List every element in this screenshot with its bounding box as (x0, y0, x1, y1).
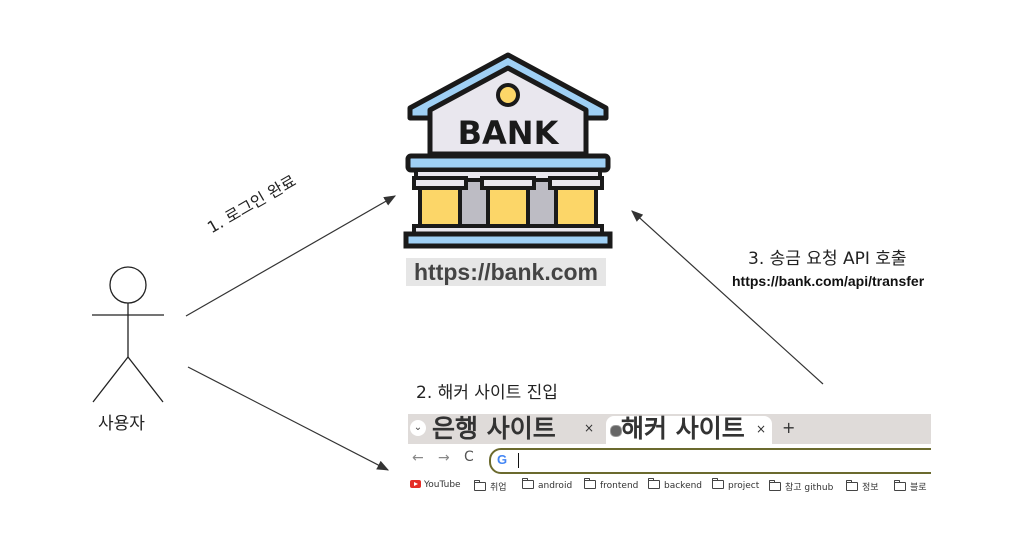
forward-arrow-icon[interactable]: → (438, 450, 450, 466)
bank-icon: BANK (403, 52, 613, 249)
browser-toolbar: ← → C G (408, 444, 931, 476)
text-caret (518, 453, 519, 468)
bookmark-folder[interactable]: project (712, 478, 760, 491)
tab-hacker-site-title: 해커 사이트 (621, 414, 745, 443)
user-label: 사용자 (98, 414, 145, 434)
folder-icon (769, 480, 781, 491)
bookmark-folder[interactable]: android (522, 478, 573, 491)
google-icon: G (497, 452, 508, 467)
tab-hacker-site[interactable]: 해커 사이트 × (606, 414, 772, 444)
arrow-login (185, 195, 397, 317)
bookmark-label: 블로 (910, 483, 927, 493)
bookmark-folder[interactable]: 취업 (474, 480, 507, 493)
folder-icon (522, 478, 534, 489)
folder-icon (648, 478, 660, 489)
step-transfer-label: 3. 송금 요청 API 호출 (748, 249, 907, 269)
chevron-down-icon[interactable]: ⌄ (410, 420, 426, 436)
bookmark-folder[interactable]: frontend (584, 478, 639, 491)
tab-bar: ⌄ 은행 사이트 × 해커 사이트 × + (408, 414, 931, 444)
folder-icon (474, 480, 486, 491)
bank-url-label: https://bank.com (406, 258, 606, 286)
close-icon[interactable]: × (756, 422, 767, 436)
bank-sign: BANK (458, 114, 560, 152)
bookmark-label: backend (664, 481, 703, 491)
bookmark-youtube[interactable]: YouTube (410, 480, 461, 490)
step-hacker-site-label: 2. 해커 사이트 진입 (416, 383, 558, 403)
new-tab-button[interactable]: + (782, 418, 796, 437)
bookmark-folder[interactable]: backend (648, 478, 703, 491)
folder-icon (712, 478, 724, 489)
tab-bank-site[interactable]: 은행 사이트 (432, 414, 556, 443)
user-figure-icon (92, 266, 164, 403)
back-arrow-icon[interactable]: ← (412, 450, 424, 466)
address-bar-input[interactable]: G (489, 448, 931, 474)
folder-icon (846, 480, 858, 491)
bookmark-folder[interactable]: 참고 github (769, 480, 833, 493)
bookmark-label: project (728, 481, 760, 491)
browser-window: ⌄ 은행 사이트 × 해커 사이트 × + ← → C G YouTube 취업… (408, 414, 931, 506)
youtube-icon (410, 480, 421, 488)
bookmark-label: 정보 (862, 483, 879, 493)
close-icon[interactable]: × (584, 421, 595, 435)
arrow-transfer (631, 210, 824, 385)
arrow-hacker-site (187, 366, 390, 471)
bookmark-folder[interactable]: 정보 (846, 480, 879, 493)
bookmark-label: android (538, 481, 573, 491)
bookmark-label: frontend (600, 481, 639, 491)
transfer-api-url: https://bank.com/api/transfer (732, 273, 925, 289)
bookmarks-bar: YouTube 취업 android frontend backend proj… (408, 476, 931, 498)
reload-icon[interactable]: C (464, 449, 474, 465)
bookmark-folder[interactable]: 블로 (894, 480, 927, 493)
roof-medallion-icon (496, 83, 520, 107)
bookmark-label: 참고 github (785, 483, 834, 493)
folder-icon (894, 480, 906, 491)
bookmark-label: 취업 (490, 483, 507, 493)
bookmark-label: YouTube (424, 480, 461, 490)
folder-icon (584, 478, 596, 489)
tab-favicon-icon (610, 425, 622, 437)
